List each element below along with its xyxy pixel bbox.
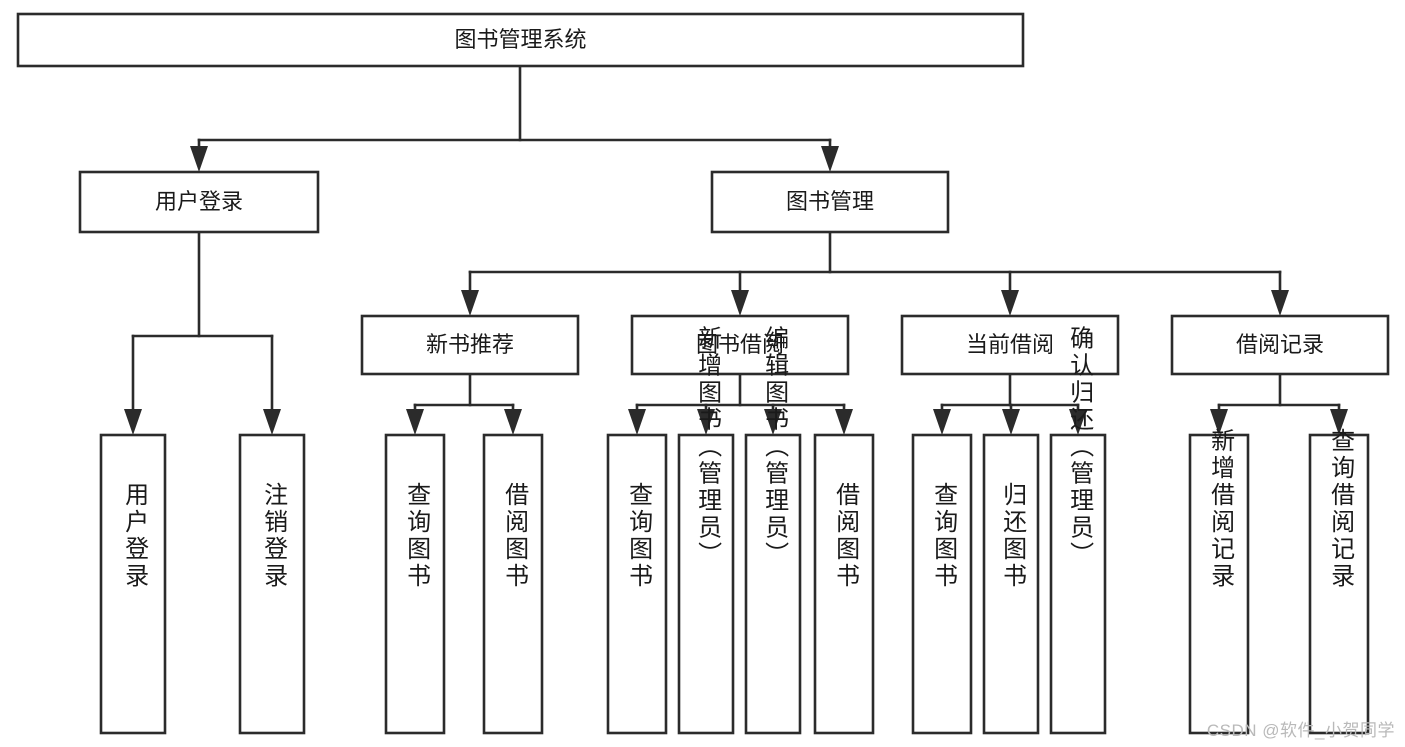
node-book-manage[interactable]: 图书管理 [710,170,950,234]
current-borrow-arrow-2 [1069,409,1087,435]
node-root-system[interactable]: 图书管理系统 [16,12,1025,68]
node-current-borrow[interactable]: 当前借阅 [900,314,1120,376]
node-leaf-return-book-label: 归还图书 [999,482,1027,590]
node-leaf-add-record[interactable]: 新增借阅记录 [1188,428,1250,735]
node-leaf-add-book[interactable]: 新增图书（管理员） [677,326,735,735]
node-current-borrow-label: 当前借阅 [966,332,1054,357]
node-leaf-borrow-book-2[interactable]: 借阅图书 [813,433,875,735]
book-borrow-arrow-2 [764,409,782,435]
node-leaf-confirm-return[interactable]: 确认归还（管理员） [1049,326,1107,735]
book-manage-arrow-2 [1001,290,1019,316]
node-leaf-query-record[interactable]: 查询借阅记录 [1308,428,1370,735]
node-current-borrow-box[interactable] [900,314,1120,376]
connector-layer [124,64,1348,435]
node-borrow-record-label: 借阅记录 [1236,332,1324,357]
node-user-login-label: 用户登录 [155,189,243,214]
node-leaf-borrow-book-1-label: 借阅图书 [501,482,529,590]
new-book-rec-arrow-0 [406,409,424,435]
node-leaf-add-book-label: 新增图书（管理员） [694,326,722,569]
root-arrow-0 [190,146,208,172]
node-leaf-confirm-return-box[interactable] [1049,433,1107,735]
book-borrow-arrow-1 [697,409,715,435]
node-leaf-query-book-1[interactable]: 查询图书 [384,433,446,735]
node-leaf-return-book-box[interactable] [982,433,1040,735]
node-leaf-query-book-3-box[interactable] [911,433,973,735]
book-borrow-arrow-3 [835,409,853,435]
node-leaf-user-login[interactable]: 用户登录 [99,433,167,735]
node-leaf-query-book-1-box[interactable] [384,433,446,735]
node-user-login[interactable]: 用户登录 [78,170,320,234]
node-leaf-query-record-box[interactable] [1308,433,1370,735]
node-leaf-query-book-2-box[interactable] [606,433,668,735]
node-book-manage-box[interactable] [710,170,950,234]
borrow-record-arrow-1 [1330,409,1348,435]
node-leaf-logout[interactable]: 注销登录 [238,433,306,735]
node-root-system-label: 图书管理系统 [454,27,586,52]
node-leaf-borrow-book-1[interactable]: 借阅图书 [482,433,544,735]
current-borrow-arrow-0 [933,409,951,435]
node-book-borrow-box[interactable] [630,314,850,376]
node-leaf-user-login-label: 用户登录 [121,482,149,590]
node-leaf-query-book-2[interactable]: 查询图书 [606,433,668,735]
node-leaf-confirm-return-label: 确认归还（管理员） [1066,326,1094,569]
node-leaf-query-book-3-label: 查询图书 [930,482,958,590]
node-leaf-logout-box[interactable] [238,433,306,735]
node-leaf-add-record-box[interactable] [1188,433,1250,735]
node-borrow-record[interactable]: 借阅记录 [1170,314,1390,376]
node-leaf-add-book-box[interactable] [677,433,735,735]
new-book-rec-arrow-1 [504,409,522,435]
user-login-arrow-0 [124,409,142,435]
book-manage-arrow-1 [731,290,749,316]
book-manage-arrow-3 [1271,290,1289,316]
node-leaf-add-record-label: 新增借阅记录 [1207,428,1235,590]
node-user-login-box[interactable] [78,170,320,234]
book-manage-arrow-0 [461,290,479,316]
borrow-record-arrow-0 [1210,409,1228,435]
node-book-manage-label: 图书管理 [786,189,874,214]
node-leaf-query-record-label: 查询借阅记录 [1327,428,1355,590]
node-new-book-rec-label: 新书推荐 [426,332,514,357]
node-root-system-box[interactable] [16,12,1025,68]
book-borrow-arrow-0 [628,409,646,435]
node-book-borrow[interactable]: 图书借阅 [630,314,850,376]
node-new-book-rec[interactable]: 新书推荐 [360,314,580,376]
node-leaf-query-book-3[interactable]: 查询图书 [911,433,973,735]
node-leaf-borrow-book-2-box[interactable] [813,433,875,735]
node-leaf-borrow-book-2-label: 借阅图书 [832,482,860,590]
node-borrow-record-box[interactable] [1170,314,1390,376]
user-login-arrow-1 [263,409,281,435]
node-leaf-edit-book-label: 编辑图书（管理员） [761,326,789,569]
node-layer: 图书管理系统用户登录图书管理新书推荐图书借阅当前借阅借阅记录用户登录注销登录查询… [16,12,1390,735]
node-new-book-rec-box[interactable] [360,314,580,376]
node-leaf-logout-label: 注销登录 [260,482,288,590]
node-book-borrow-label: 图书借阅 [696,332,784,357]
current-borrow-arrow-1 [1002,409,1020,435]
node-leaf-user-login-box[interactable] [99,433,167,735]
node-leaf-edit-book[interactable]: 编辑图书（管理员） [744,326,802,735]
node-leaf-query-book-1-label: 查询图书 [403,482,431,590]
node-leaf-return-book[interactable]: 归还图书 [982,433,1040,735]
node-leaf-borrow-book-1-box[interactable] [482,433,544,735]
node-leaf-query-book-2-label: 查询图书 [625,482,653,590]
node-leaf-edit-book-box[interactable] [744,433,802,735]
root-arrow-1 [821,146,839,172]
